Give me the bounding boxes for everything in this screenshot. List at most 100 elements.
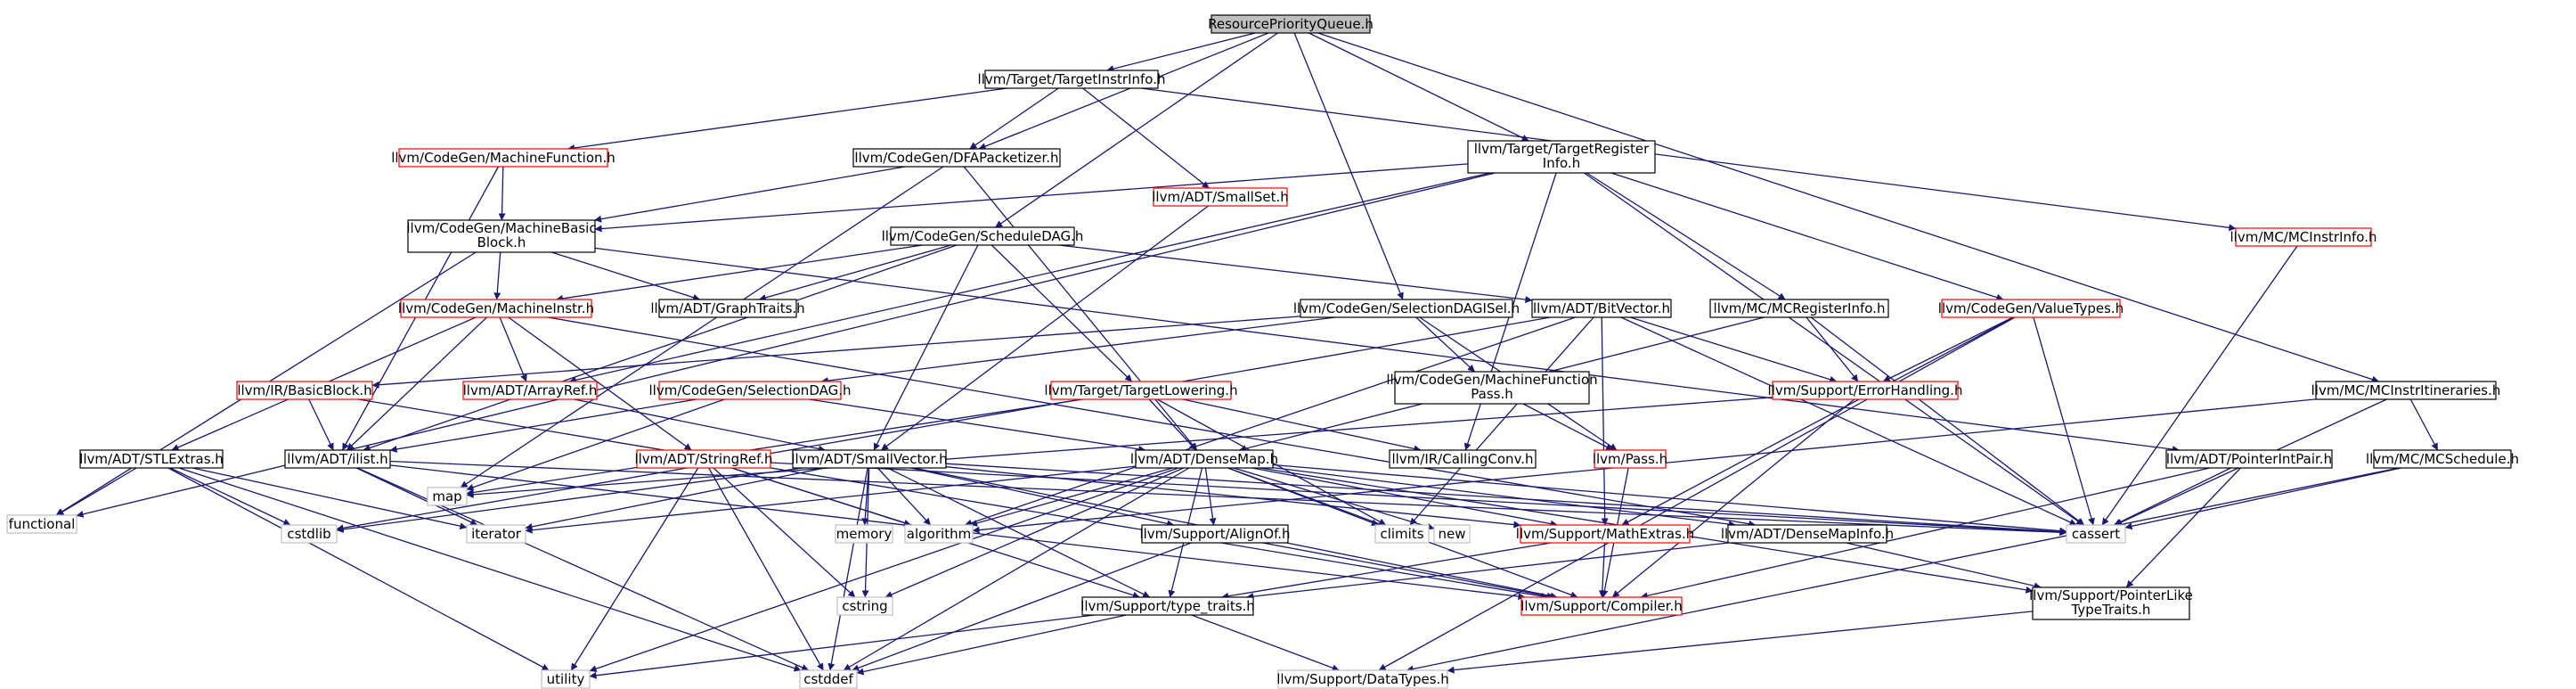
edge-mcsched-to-cassert [2124, 467, 2401, 530]
node-vt[interactable]: llvm/CodeGen/ValueTypes.h [1938, 299, 2124, 318]
node-cstring[interactable]: cstring [836, 596, 893, 616]
node-seldag[interactable]: llvm/CodeGen/SelectionDAG.h [649, 381, 852, 400]
node-dfa[interactable]: llvm/CodeGen/DFAPacketizer.h [852, 148, 1061, 168]
node-new-label: new [1438, 526, 1465, 542]
node-cstdlib-box [281, 524, 338, 544]
node-mi-box [400, 299, 592, 318]
node-cstddef[interactable]: cstddef [799, 669, 858, 689]
edge-mathextras-to-compiler [1598, 542, 1606, 598]
node-pip-box [2165, 449, 2333, 469]
node-mcii[interactable]: llvm/MC/MCInstrInfo.h [2230, 227, 2377, 247]
node-plt-box [2032, 586, 2190, 620]
node-compiler-label: llvm/Support/Compiler.h [1520, 598, 1683, 614]
node-mcsched[interactable]: llvm/MC/MCSchedule.h [2366, 449, 2519, 469]
node-root[interactable]: ResourcePriorityQueue.h [1208, 14, 1374, 34]
node-ilist-box [284, 449, 391, 469]
node-algorithm[interactable]: algorithm [904, 524, 974, 544]
node-mi[interactable]: llvm/CodeGen/MachineInstr.h [398, 299, 594, 318]
edge-sdag-to-tl [990, 244, 1133, 382]
node-graphtraits-label: llvm/ADT/GraphTraits.h [650, 300, 804, 316]
edge-mbb-to-graphtraits [551, 251, 700, 301]
node-map-label: map [432, 488, 461, 504]
node-pass[interactable]: llvm/Pass.h [1593, 449, 1667, 469]
node-mfpass-box [1394, 371, 1590, 405]
node-typetraits[interactable]: llvm/Support/type_traits.h [1080, 596, 1255, 616]
node-mciti[interactable]: llvm/MC/MCInstrItineraries.h [2311, 381, 2501, 400]
node-tii-label: llvm/Target/TargetInstrInfo.h [978, 71, 1166, 87]
node-mbb-box [407, 219, 596, 253]
node-errh[interactable]: llvm/Support/ErrorHandling.h [1768, 381, 1963, 400]
node-datatypes[interactable]: llvm/Support/DataTypes.h [1276, 669, 1449, 689]
node-alignof-label: llvm/Support/AlignOf.h [1139, 526, 1290, 542]
node-cstdlib-label: cstdlib [287, 526, 330, 542]
node-cassert[interactable]: cassert [2066, 524, 2126, 544]
node-smallset[interactable]: llvm/ADT/SmallSet.h [1152, 187, 1289, 207]
node-sdagisel[interactable]: llvm/CodeGen/SelectionDAGISel.h [1293, 299, 1520, 318]
node-mi-label: llvm/CodeGen/MachineInstr.h [398, 300, 594, 316]
node-climits[interactable]: climits [1374, 524, 1430, 544]
node-mcri[interactable]: llvm/MC/MCRegisterInfo.h [1709, 299, 1889, 318]
node-ilist[interactable]: llvm/ADT/ilist.h [284, 449, 391, 469]
node-alignof[interactable]: llvm/Support/AlignOf.h [1139, 524, 1291, 544]
node-densemap-box [1135, 449, 1274, 469]
node-alignof-box [1141, 524, 1289, 544]
edges-layer [55, 32, 2439, 679]
node-bb[interactable]: llvm/IR/BasicBlock.h [236, 381, 373, 400]
edge-densemap-to-cstring [884, 467, 1185, 598]
edge-sdag-to-mi [556, 244, 923, 302]
node-plt-label: TypeTraits.h [2071, 602, 2151, 618]
node-densemap[interactable]: llvm/ADT/DenseMap.h [1130, 449, 1278, 469]
node-tii[interactable]: llvm/Target/TargetInstrInfo.h [978, 70, 1166, 89]
node-bitvector[interactable]: llvm/ADT/BitVector.h [1531, 299, 1672, 318]
node-tri-label: llvm/Target/TargetRegister [1474, 141, 1650, 157]
node-algorithm-label: algorithm [907, 526, 971, 542]
node-densemapinfo[interactable]: llvm/ADT/DenseMapInfo.h [1721, 524, 1894, 544]
edge-densemap-to-algorithm [970, 467, 1173, 527]
node-tl[interactable]: llvm/Target/TargetLowering.h [1044, 381, 1238, 400]
edge-stlextras-to-cstddef [178, 467, 802, 672]
node-mf[interactable]: llvm/CodeGen/MachineFunction.h [391, 148, 615, 168]
node-smallvector[interactable]: llvm/ADT/SmallVector.h [791, 449, 948, 469]
edge-typetraits-to-datatypes [1191, 614, 1340, 672]
node-sdag[interactable]: llvm/CodeGen/ScheduleDAG.h [882, 226, 1084, 246]
node-compiler[interactable]: llvm/Support/Compiler.h [1520, 596, 1683, 616]
node-sdagisel-label: llvm/CodeGen/SelectionDAGISel.h [1293, 300, 1520, 316]
node-functional[interactable]: functional [6, 514, 77, 534]
node-cstdlib[interactable]: cstdlib [281, 524, 338, 544]
node-mathextras[interactable]: llvm/Support/MathExtras.h [1516, 524, 1694, 544]
node-dfa-box [852, 148, 1061, 168]
edge-tii-to-mcii [1141, 87, 2237, 232]
node-iterator[interactable]: iterator [466, 524, 526, 544]
node-map[interactable]: map [427, 487, 468, 506]
node-arrayref[interactable]: llvm/ADT/ArrayRef.h [462, 381, 598, 400]
node-stringref[interactable]: llvm/ADT/StringRef.h [634, 449, 773, 469]
node-mcri-box [1709, 299, 1889, 318]
node-tl-box [1050, 381, 1232, 400]
edge-bitvector-to-cassert [1620, 316, 2077, 526]
node-pip[interactable]: llvm/ADT/PointerIntPair.h [2165, 449, 2333, 469]
node-smallvector-box [792, 449, 947, 469]
node-mcsched-label: llvm/MC/MCSchedule.h [2366, 451, 2519, 467]
edge-mi-to-stringref [508, 316, 692, 451]
node-sdagisel-box [1300, 299, 1513, 318]
edge-sdag-to-ilist [363, 244, 958, 452]
edge-mi-to-densemapinfo [548, 316, 1757, 528]
node-new[interactable]: new [1433, 524, 1471, 544]
edge-sdag-to-bitvector [1058, 244, 1533, 303]
edge-tri-to-mcri [1586, 172, 1786, 300]
edge-ilist-to-iterator [355, 467, 478, 526]
node-smallset-label: llvm/ADT/SmallSet.h [1152, 189, 1288, 205]
node-utility[interactable]: utility [541, 669, 591, 689]
node-graphtraits[interactable]: llvm/ADT/GraphTraits.h [650, 299, 805, 318]
edge-stlextras-to-functional [56, 467, 137, 516]
edge-smallvector-to-alignof [910, 467, 1175, 528]
edge-smallvector-to-typetraits [887, 467, 1151, 598]
edge-tl-to-densemap [1148, 398, 1197, 451]
node-callingconv[interactable]: llvm/IR/CallingConv.h [1389, 449, 1537, 469]
node-memory[interactable]: memory [835, 524, 893, 544]
node-stlextras[interactable]: llvm/ADT/STLExtras.h [79, 449, 224, 469]
